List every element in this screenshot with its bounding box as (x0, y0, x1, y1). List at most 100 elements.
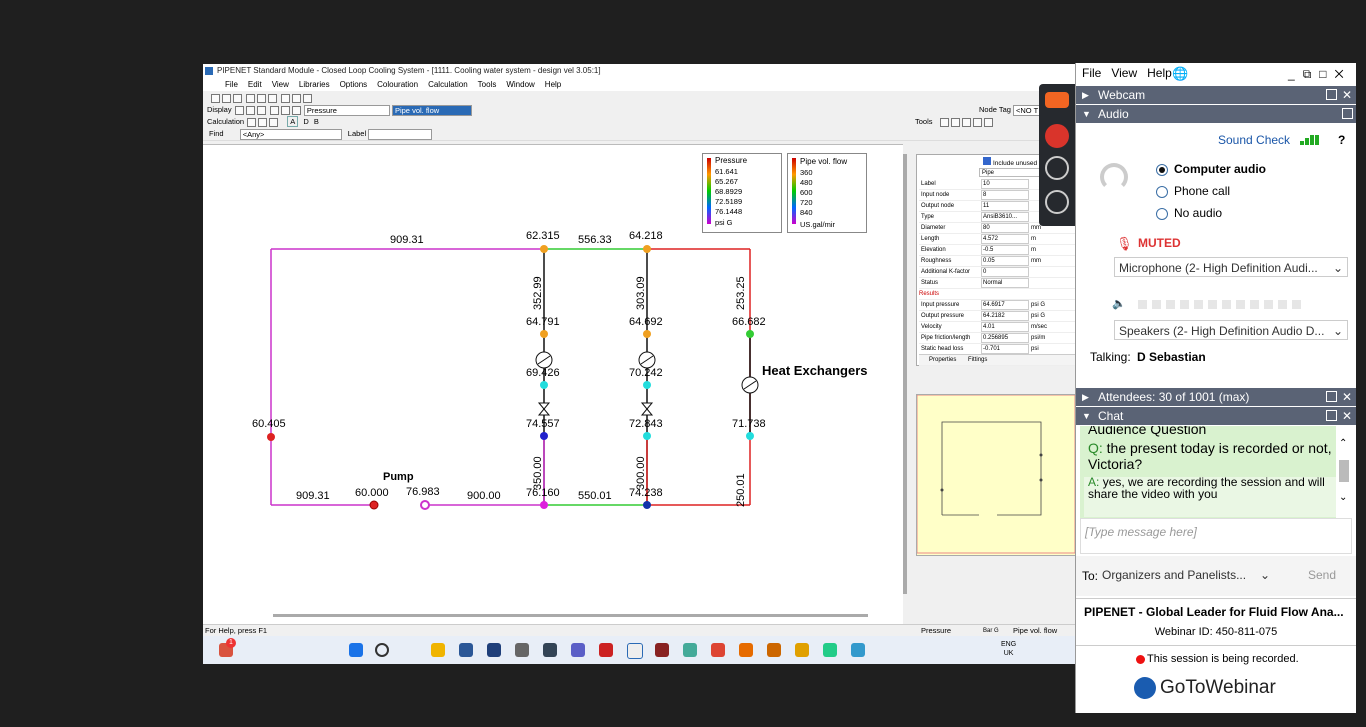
popout-icon[interactable] (1342, 108, 1353, 119)
goto-menu-view[interactable]: View (1111, 66, 1138, 80)
app-icon-6[interactable] (795, 643, 809, 657)
restore-icon[interactable]: ⧉ (1302, 67, 1320, 81)
recipient-select[interactable]: Organizers and Panelists...⌄ (1102, 568, 1270, 582)
snap-icon[interactable] (245, 106, 255, 115)
valve-2[interactable] (640, 402, 654, 416)
check-icon[interactable] (247, 118, 257, 127)
node-3a[interactable] (746, 330, 754, 338)
move-tool-icon[interactable] (951, 118, 960, 127)
menu-view[interactable]: View (271, 80, 289, 89)
property-value[interactable]: -0.5 (981, 245, 1029, 255)
property-value[interactable]: 0.05 (981, 256, 1029, 266)
app-icon-7[interactable] (851, 643, 865, 657)
node-top-2[interactable] (643, 245, 651, 253)
node-1a[interactable] (540, 330, 548, 338)
property-value[interactable]: 11 (981, 201, 1029, 211)
print-icon[interactable] (303, 94, 313, 103)
scroll-down-icon[interactable]: ⌄ (1339, 492, 1348, 503)
pipenet-taskbar-icon[interactable] (627, 643, 643, 659)
app-icon-1[interactable] (543, 643, 557, 657)
redo-icon[interactable] (292, 94, 302, 103)
pump-icon[interactable] (280, 106, 290, 115)
cut-icon[interactable] (246, 94, 256, 103)
node-2a[interactable] (643, 330, 651, 338)
node-bottom-1[interactable] (540, 501, 548, 509)
label-input[interactable] (368, 129, 433, 140)
property-value[interactable]: Normal (981, 278, 1029, 288)
option-computer-audio[interactable]: Computer audio (1174, 162, 1266, 176)
calc-d-button[interactable]: D (303, 117, 309, 126)
collapse-arrow-icon[interactable] (1045, 92, 1069, 108)
node-pump-out[interactable] (420, 500, 430, 510)
node-2c[interactable] (643, 432, 651, 440)
webcam-icon[interactable] (1045, 156, 1069, 180)
close-icon[interactable]: ✕ (1334, 67, 1352, 81)
option-no-audio[interactable]: No audio (1174, 206, 1223, 220)
speakers-select[interactable]: Speakers (2- High Definition Audio D...⌄ (1114, 320, 1348, 340)
property-value[interactable]: AnsiB3610... (981, 212, 1029, 222)
calc-a-button[interactable]: A (287, 116, 299, 127)
language-indicator[interactable]: ENG UK (1001, 641, 1017, 657)
menu-help[interactable]: Help (544, 80, 562, 89)
undo-icon[interactable] (281, 94, 291, 103)
app-icon-4[interactable] (683, 643, 697, 657)
chat-section-bar[interactable]: ▼ Chat ✕ (1076, 407, 1356, 425)
node-top-1[interactable] (540, 245, 548, 253)
property-value[interactable]: 4.572 (981, 234, 1029, 244)
calc-b-button[interactable]: B (313, 117, 319, 126)
radio-phone-call[interactable] (1156, 186, 1168, 198)
node-icon[interactable] (256, 106, 266, 115)
menu-calculation[interactable]: Calculation (428, 80, 468, 89)
close-section-icon[interactable]: ✕ (1342, 409, 1353, 423)
goto-menu-help[interactable]: Help (1147, 66, 1172, 80)
microphone-select[interactable]: Microphone (2- High Definition Audi...⌄ (1114, 257, 1348, 277)
close-section-icon[interactable]: ✕ (1342, 88, 1353, 102)
colour-by-combo-1[interactable]: Pressure (303, 105, 390, 116)
copy-icon[interactable] (257, 94, 267, 103)
calculator-icon[interactable] (515, 643, 529, 657)
maximize-icon[interactable]: □ (1319, 67, 1335, 81)
chat-scroll-thumb[interactable] (1339, 460, 1349, 482)
app-icon-3[interactable] (655, 643, 669, 657)
stop-icon[interactable] (269, 118, 279, 127)
webcam-section-bar[interactable]: ▶ Webcam ✕ (1076, 86, 1356, 104)
property-value[interactable]: 10 (981, 179, 1029, 189)
property-value[interactable]: 0 (981, 267, 1029, 277)
send-button[interactable]: Send (1308, 568, 1337, 582)
menu-options[interactable]: Options (339, 80, 368, 89)
node-2b[interactable] (643, 381, 651, 389)
pan-tool-icon[interactable] (984, 118, 993, 127)
node-1c[interactable] (540, 432, 548, 440)
include-unused-checkbox[interactable]: Include unused (983, 157, 1037, 167)
valve-1[interactable] (537, 402, 551, 416)
word-icon[interactable] (459, 643, 473, 657)
select-tool-icon[interactable] (940, 118, 949, 127)
valve-icon[interactable] (291, 106, 301, 115)
new-icon[interactable] (211, 94, 220, 103)
menu-edit[interactable]: Edit (247, 80, 262, 89)
open-icon[interactable] (222, 94, 231, 103)
find-combo[interactable]: <Any> (239, 129, 342, 140)
node-left[interactable] (267, 433, 275, 441)
node-1b[interactable] (540, 381, 548, 389)
menu-colouration[interactable]: Colouration (377, 80, 419, 89)
node-3c[interactable] (746, 432, 754, 440)
property-value[interactable]: 80 (981, 223, 1029, 233)
option-phone-call[interactable]: Phone call (1174, 184, 1231, 198)
save-icon[interactable] (233, 94, 242, 103)
tab-properties[interactable]: Properties (929, 357, 957, 363)
menu-window[interactable]: Window (506, 80, 535, 89)
screen-share-icon[interactable] (1045, 190, 1069, 214)
help-icon[interactable]: ? (1338, 133, 1346, 147)
canvas-horizontal-scrollbar[interactable] (273, 614, 868, 617)
text-tool-icon[interactable] (973, 118, 982, 127)
goto-menu-file[interactable]: File (1082, 66, 1102, 80)
search-icon[interactable] (375, 643, 389, 657)
pipe-icon[interactable] (269, 106, 279, 115)
